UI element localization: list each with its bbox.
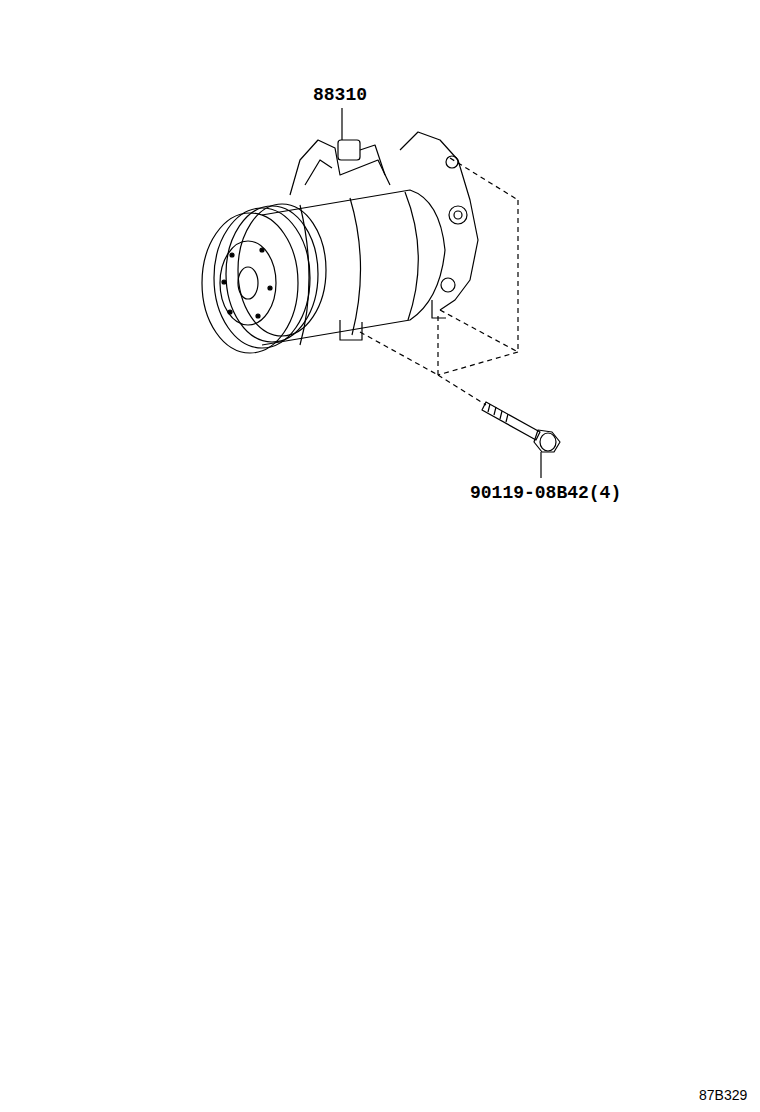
bolt <box>482 402 560 452</box>
leader-line <box>341 108 342 140</box>
diagram-code: 87B329 <box>699 1088 747 1102</box>
part-number: 90119-08B42(4) <box>470 484 621 502</box>
part-number: 88310 <box>313 86 367 104</box>
leader-line <box>540 452 541 478</box>
compressor-body <box>262 132 478 345</box>
pulley <box>202 204 326 353</box>
